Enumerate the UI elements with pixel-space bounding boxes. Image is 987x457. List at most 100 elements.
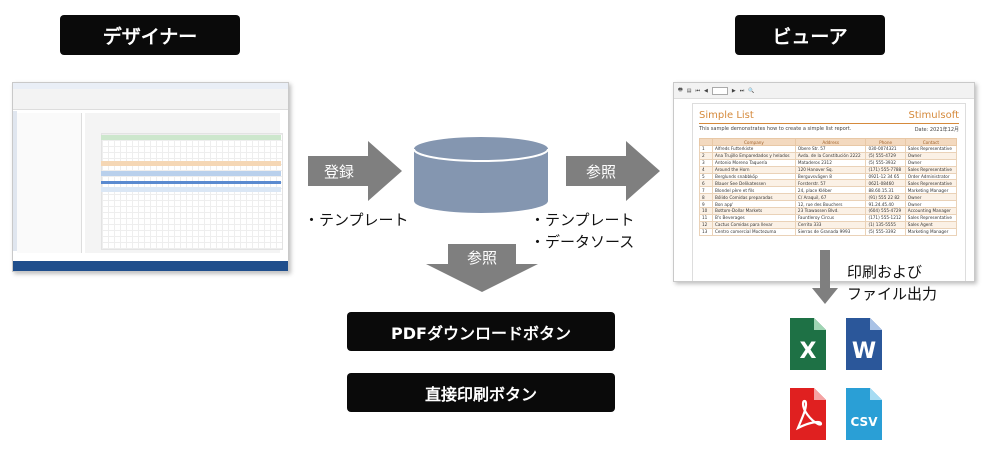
report-cell: Owner — [904, 158, 958, 167]
report-cell: Bon app' — [712, 200, 796, 209]
report-cell: 0621-08460 — [865, 179, 906, 188]
report-cell: Owner — [904, 200, 958, 209]
print-output-label-2: ファイル出力 — [847, 285, 938, 303]
report-cell: Bólido Comidas preparadas — [712, 193, 796, 202]
next-page-icon[interactable]: ▶ — [731, 87, 736, 94]
report-cell: Berguvsvägen 8 — [794, 172, 867, 181]
report-cell: Ana Trujillo Emparedados y helados — [712, 151, 796, 160]
report-header-row: Company Address Phone Contact — [699, 138, 958, 146]
svg-text:X: X — [800, 339, 817, 364]
report-cell: 7 — [699, 186, 713, 195]
report-cell: 9 — [699, 200, 713, 209]
report-cell: (604) 555-4729 — [865, 207, 906, 215]
report-date: Date: 2021年12月 — [914, 127, 959, 133]
reference-right-arrow — [566, 141, 660, 201]
viewer-input-label-template: ・テンプレート — [530, 211, 635, 229]
last-page-icon[interactable]: ⏭ — [739, 87, 745, 94]
report-cell: Sierras de Granada 9993 — [794, 227, 867, 236]
report-cell: 8 — [699, 193, 713, 202]
report-cell: Alfreds Futterkiste — [712, 145, 796, 153]
designer-screenshot — [12, 82, 289, 272]
report-cell: Sales Representative — [904, 165, 958, 174]
report-cell: Marketing Manager — [904, 227, 958, 236]
report-cell: (171) 555-7788 — [865, 165, 906, 174]
report-cell: Owner — [904, 151, 958, 160]
report-cell: 12, rue des Bouchers — [794, 200, 867, 209]
report-cell: Blauer See Delikatessen — [712, 179, 796, 188]
designer-header: デザイナー — [60, 15, 240, 55]
report-cell: Mataderos 2312 — [794, 158, 867, 167]
report-cell: 6 — [699, 179, 713, 188]
report-col-contact: Contact — [904, 138, 958, 146]
direct-print-button[interactable]: 直接印刷ボタン — [347, 373, 615, 412]
svg-text:CSV: CSV — [851, 415, 879, 429]
viewer-input-label-datasource: ・データソース — [530, 233, 635, 251]
report-cell: 5 — [699, 172, 713, 181]
report-cell: (171) 555-1212 — [865, 213, 906, 222]
first-page-icon[interactable]: ⏮ — [695, 87, 700, 94]
report-cell: Owner — [904, 193, 958, 202]
report-cell: (5) 555-3932 — [865, 158, 906, 167]
csv-file-icon: CSV — [846, 388, 882, 440]
save-icon[interactable]: ▤ — [686, 87, 692, 94]
report-cell: Cactus Comidas para llevar — [712, 220, 796, 229]
report-cell: 2 — [699, 151, 713, 160]
report-cell: 4 — [699, 165, 713, 174]
reference-down-label: 参照 — [466, 248, 497, 267]
report-cell: Bottom-Dollar Markets — [712, 207, 796, 215]
reference-right-label: 参照 — [585, 162, 616, 181]
viewer-toolbar: 🖶 ▤ ⏮ ◀ ▶ ⏭ 🔍 — [674, 83, 974, 99]
report-cell: Marketing Manager — [904, 186, 958, 195]
designer-status-bar — [13, 261, 288, 271]
page-input[interactable] — [711, 86, 728, 95]
report-cell: 88.60.15.31 — [865, 186, 906, 195]
report-cell: 3 — [699, 158, 713, 167]
print-output-label-1: 印刷および — [847, 263, 923, 281]
print-icon[interactable]: 🖶 — [678, 86, 683, 93]
viewer-header: ビューア — [735, 15, 885, 55]
report-brand: Stimulsoft — [908, 110, 960, 121]
designer-ribbon — [13, 89, 288, 110]
report-cell: Forsterstr. 57 — [794, 179, 867, 188]
report-cell: 120 Hanover Sq. — [794, 165, 867, 174]
report-cell: 13 — [699, 227, 713, 236]
report-cell: 91.24.45.40 — [865, 200, 906, 209]
report-cell: Cerrito 333 — [794, 220, 867, 229]
report-cell: 11 — [699, 213, 713, 222]
report-cell: (5) 555-3392 — [865, 227, 906, 236]
excel-file-icon: X — [790, 318, 826, 370]
database-icon — [414, 137, 548, 213]
prev-page-icon[interactable]: ◀ — [703, 87, 708, 94]
report-cell: Sales Agent — [904, 220, 958, 229]
report-col-blank — [699, 138, 713, 146]
report-cell: Sales Representative — [904, 179, 958, 188]
designer-dictionary-tree — [17, 113, 82, 253]
report-cell: Blondel père et fils — [712, 186, 796, 195]
report-cell: (1) 135-5555 — [865, 220, 906, 229]
report-cell: Order Administrator — [904, 172, 958, 181]
report-cell: Centro comercial Moctezuma — [712, 227, 796, 236]
pdf-download-button[interactable]: PDFダウンロードボタン — [347, 312, 615, 351]
report-col-phone: Phone — [865, 138, 906, 146]
report-cell: 23 Tsawassen Blvd. — [794, 207, 867, 215]
pdf-file-icon — [790, 388, 826, 440]
report-subtitle: This sample demonstrates how to create a… — [699, 126, 852, 132]
report-cell: (91) 555 22 82 — [865, 193, 906, 202]
word-file-icon: W — [846, 318, 882, 370]
zoom-icon[interactable]: 🔍 — [748, 87, 755, 94]
svg-text:W: W — [852, 339, 876, 364]
register-arrow-label: 登録 — [323, 162, 354, 181]
